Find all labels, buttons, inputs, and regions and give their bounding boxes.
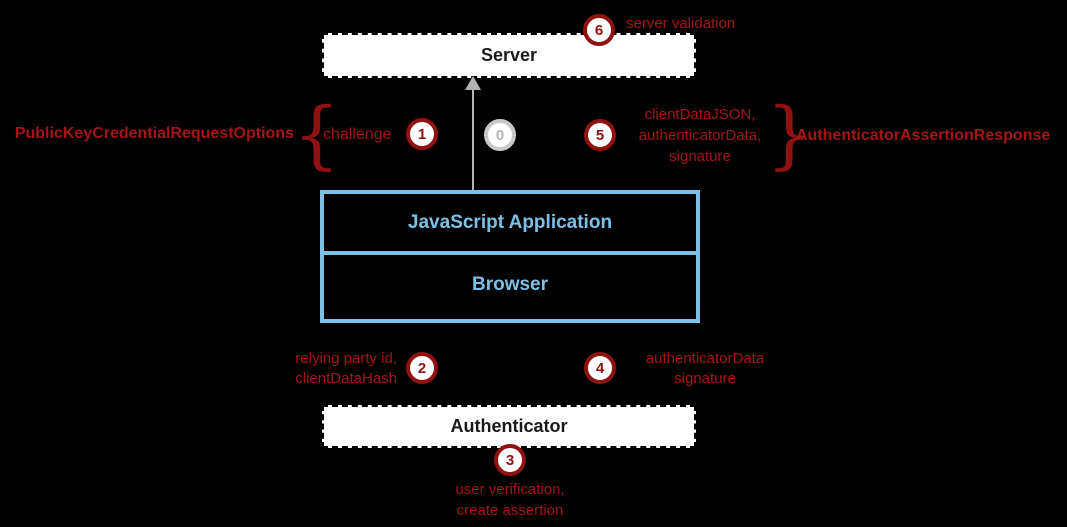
- from-authenticator-params: authenticatorData signature: [620, 349, 790, 389]
- arrow-line: [472, 88, 474, 190]
- server-box: Server: [322, 33, 696, 78]
- clientdatahash-label: clientDataHash: [295, 370, 397, 387]
- step-2-number: 2: [417, 359, 427, 377]
- authenticatordata-label: authenticatorData: [645, 350, 765, 367]
- browser-label: Browser: [471, 274, 549, 295]
- left-brace: {: [293, 92, 341, 178]
- assertion-item-signature: signature: [669, 148, 731, 165]
- browser-box: Browser: [324, 255, 696, 315]
- to-authenticator-params: relying party id, clientDataHash: [240, 349, 397, 389]
- signature-label: signature: [674, 370, 736, 387]
- create-assertion-label: create assertion: [456, 502, 564, 519]
- authenticator-box: Authenticator: [322, 405, 696, 448]
- step-3-number: 3: [505, 451, 515, 469]
- step-2-badge: 2: [406, 352, 438, 384]
- step-4-number: 4: [595, 359, 605, 377]
- relying-party-id-label: relying party id,: [295, 350, 397, 367]
- server-validation-label: server validation: [626, 15, 736, 32]
- step-5-badge: 5: [584, 119, 616, 151]
- assertion-response-label: AuthenticatorAssertionResponse: [796, 127, 1051, 144]
- authenticator-box-label: Authenticator: [450, 416, 568, 436]
- step-5-number: 5: [595, 126, 605, 144]
- assertion-item-authenticatordata: authenticatorData,: [638, 127, 762, 144]
- step-0-badge: 0: [484, 119, 516, 151]
- step-1-number: 1: [417, 125, 427, 143]
- step-6-badge: 6: [583, 14, 615, 46]
- step-4-badge: 4: [584, 352, 616, 384]
- step-1-badge: 1: [406, 118, 438, 150]
- right-brace: }: [766, 92, 814, 178]
- step-3-badge: 3: [494, 444, 526, 476]
- assertion-items: clientDataJSON, authenticatorData, signa…: [615, 104, 785, 167]
- challenge-label: challenge: [323, 126, 392, 143]
- request-options-label: PublicKeyCredentialRequestOptions: [14, 125, 294, 142]
- step-0-number: 0: [495, 126, 505, 144]
- step-6-number: 6: [594, 21, 604, 39]
- arrow-up-icon: [465, 76, 481, 90]
- js-application-label: JavaScript Application: [407, 211, 613, 233]
- authenticator-action: user verification, create assertion: [420, 479, 600, 521]
- server-box-label: Server: [480, 45, 538, 65]
- user-verification-label: user verification,: [455, 481, 565, 498]
- js-application-box: JavaScript Application: [324, 194, 696, 255]
- assertion-item-clientdatajson: clientDataJSON,: [644, 106, 756, 123]
- client-box: JavaScript Application Browser: [320, 190, 700, 323]
